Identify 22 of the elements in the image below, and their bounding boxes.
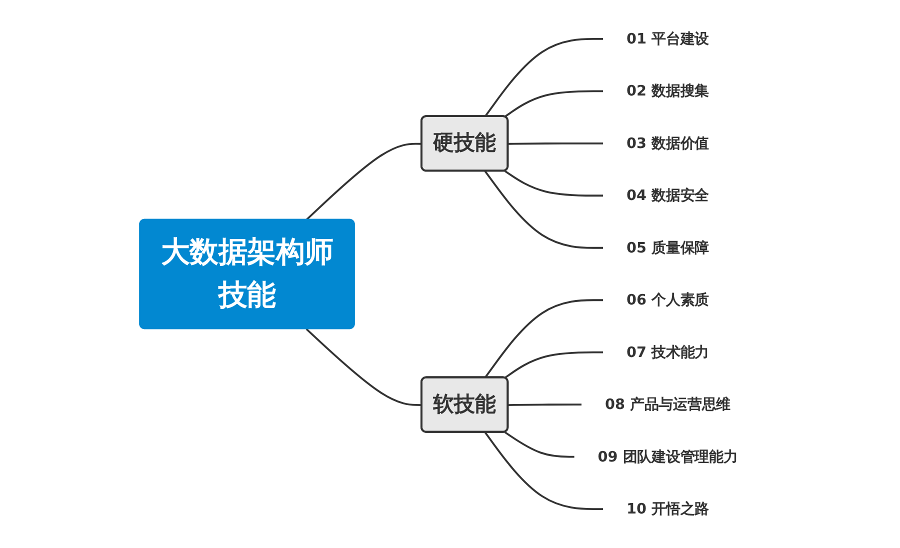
connector <box>508 404 582 406</box>
node-text: 04 数据安全 <box>626 186 709 204</box>
node-text: 10 开悟之路 <box>626 500 709 518</box>
connector <box>508 142 604 145</box>
connector <box>504 351 604 379</box>
node-text: 03 数据价值 <box>626 134 709 152</box>
node-text: 06 个人素质 <box>626 291 709 308</box>
node-text: 05 质量保障 <box>626 239 709 256</box>
connector <box>484 38 604 118</box>
connector <box>484 432 604 510</box>
node-text: 08 产品与运营思维 <box>604 396 730 413</box>
connector <box>306 142 422 221</box>
connector <box>504 170 604 197</box>
node-text: 01 平台建设 <box>626 30 709 48</box>
connector <box>484 170 604 249</box>
connector <box>504 90 604 118</box>
connector <box>306 328 422 406</box>
node-text: 02 数据搜集 <box>626 82 709 100</box>
connector <box>504 431 575 458</box>
node-text: 07 技术能力 <box>626 343 709 361</box>
node-text: 09 团队建设管理能力 <box>598 448 738 466</box>
connector <box>484 299 604 378</box>
